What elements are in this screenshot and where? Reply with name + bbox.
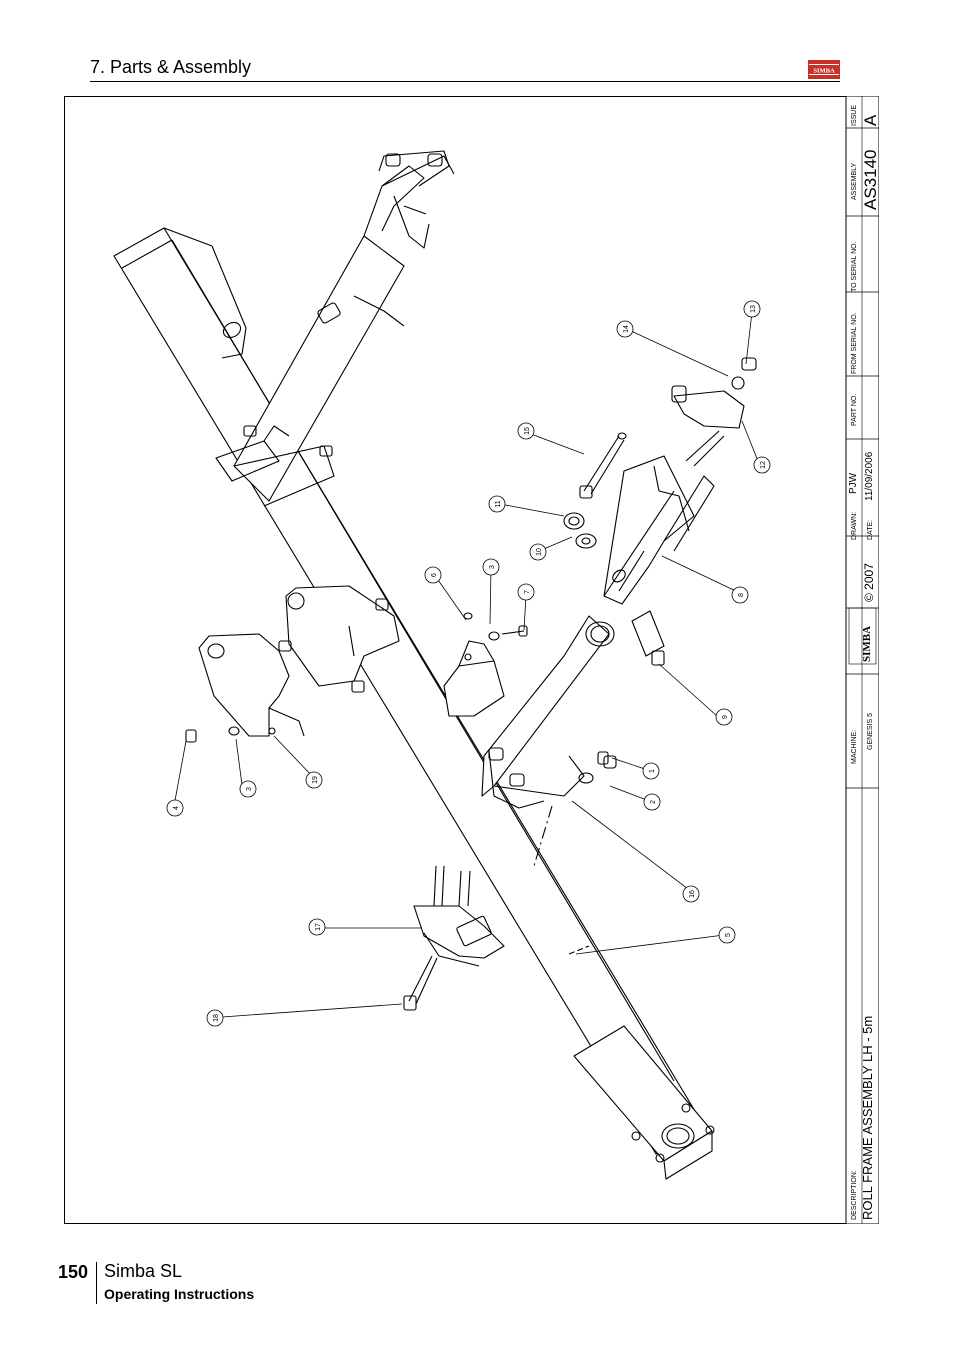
drawn-value: PJW: [848, 472, 859, 494]
svg-text:9: 9: [722, 715, 729, 719]
callout-4: 4: [166, 799, 184, 817]
callout-9: 9: [715, 708, 733, 726]
from-serial-label: FROM SERIAL NO.: [851, 312, 858, 374]
svg-text:1: 1: [649, 769, 656, 773]
header-rule: [90, 81, 840, 82]
simba-brand-logo: SIMBA: [848, 607, 877, 665]
svg-text:14: 14: [623, 325, 630, 333]
product-name: Simba SL: [104, 1261, 183, 1281]
date-value: 11/09/2006: [864, 451, 875, 501]
callout-10: 10: [529, 543, 547, 561]
upper-arm: [215, 155, 455, 507]
issue-label: ISSUE: [851, 105, 858, 126]
main-beam: [113, 227, 715, 1180]
svg-text:7: 7: [524, 590, 531, 594]
svg-text:4: 4: [173, 806, 180, 810]
right-parts: [563, 357, 757, 784]
callout-3a: 3: [482, 558, 500, 576]
callout-7: 7: [517, 583, 535, 601]
description-label: DESCRIPTION:: [851, 1170, 858, 1220]
assembly-drawing: 1 2 3 3 4 5 6 7 8 9 10 11 12 13 14 15 16…: [113, 96, 879, 1224]
svg-text:18: 18: [213, 1014, 220, 1022]
brand-text: SIMBA: [861, 626, 873, 662]
callout-11: 11: [488, 495, 506, 513]
svg-text:10: 10: [536, 548, 543, 556]
svg-text:11: 11: [495, 500, 502, 507]
section-title: 7. Parts & Assembly: [90, 57, 252, 77]
center-mount: [198, 585, 400, 737]
svg-text:6: 6: [431, 573, 438, 577]
top-bracket: [378, 150, 450, 249]
description-value: ROLL FRAME ASSEMBLY LH - 5m: [860, 1016, 875, 1220]
assembly-label: ASSEMBLY: [851, 162, 858, 200]
issue-value: A: [861, 114, 879, 126]
svg-text:19: 19: [312, 776, 319, 784]
callout-18: 18: [206, 1009, 224, 1027]
callout-19: 19: [305, 771, 323, 789]
callout-12: 12: [753, 456, 771, 474]
svg-text:3: 3: [246, 787, 253, 791]
copyright: © 2007: [862, 563, 876, 602]
doc-type: Operating Instructions: [104, 1286, 255, 1302]
svg-text:5: 5: [725, 933, 732, 937]
assembly-value: AS3140: [861, 150, 879, 211]
callout-8: 8: [731, 586, 749, 604]
svg-text:8: 8: [738, 593, 745, 597]
svg-text:13: 13: [750, 305, 757, 313]
logo-text: SIMBA: [813, 68, 835, 75]
small-bracket: [443, 640, 505, 717]
svg-text:12: 12: [760, 461, 767, 469]
callout-6: 6: [424, 566, 442, 584]
leader-lines: [173, 311, 761, 1018]
svg-text:16: 16: [689, 890, 696, 898]
footer-rule: [96, 1262, 97, 1304]
machine-value: GENESIS 5: [867, 713, 874, 750]
svg-text:15: 15: [524, 427, 531, 435]
date-label: DATE:: [867, 520, 874, 540]
callout-13: 13: [743, 300, 761, 318]
lower-bracket: [403, 865, 505, 1011]
brand-logo-icon: SIMBA: [808, 60, 840, 79]
svg-text:3: 3: [489, 565, 496, 569]
callout-2: 2: [643, 793, 661, 811]
callout-3b: 3: [239, 780, 257, 798]
part-no-label: PART NO.: [851, 394, 858, 426]
callout-14: 14: [616, 320, 634, 338]
callout-1: 1: [642, 762, 660, 780]
title-block: ISSUE A ASSEMBLY AS3140 TO SERIAL NO. FR…: [845, 96, 879, 1224]
callout-15: 15: [517, 422, 535, 440]
callout-17: 17: [308, 918, 326, 936]
machine-label: MACHINE:: [851, 730, 858, 764]
fasteners: [185, 612, 609, 765]
svg-text:17: 17: [315, 923, 322, 931]
to-serial-label: TO SERIAL NO.: [851, 241, 858, 292]
callouts: 1 2 3 3 4 5 6 7 8 9 10 11 12 13 14 15 16…: [166, 300, 771, 1027]
drawn-label: DRAWN:: [851, 512, 858, 540]
page-number: 150: [58, 1262, 89, 1282]
svg-text:2: 2: [650, 800, 657, 804]
callout-5: 5: [718, 926, 736, 944]
callout-16: 16: [682, 885, 700, 903]
right-frame: [481, 455, 715, 867]
